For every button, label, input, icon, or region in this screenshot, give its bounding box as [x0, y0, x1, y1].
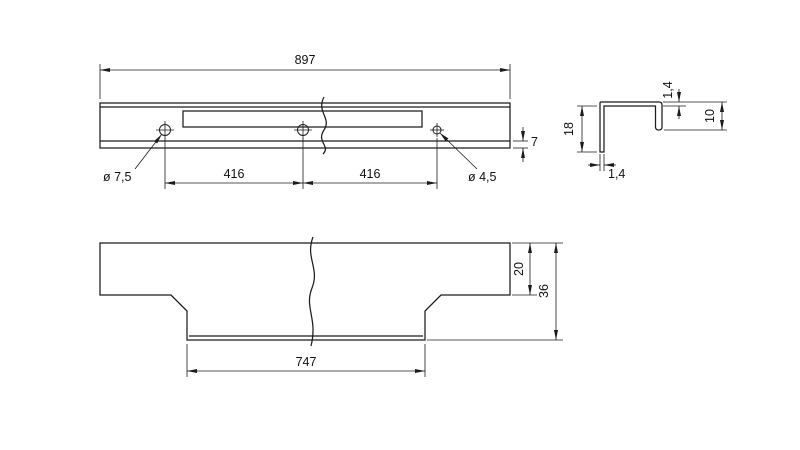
dim-flange-thickness: 1,4 — [661, 81, 675, 98]
label-hole-diameter-left: ø 7,5 — [103, 170, 132, 184]
dim-wall-thickness-group: 1,4 — [588, 154, 625, 181]
dim-upper-height: 20 — [512, 262, 526, 276]
dim-total-height-group: 36 — [427, 243, 563, 341]
dim-wall-thickness: 1,4 — [608, 167, 625, 181]
front-recess — [182, 110, 423, 128]
break-line-bottom — [308, 236, 316, 347]
bottom-view-part — [99, 242, 511, 341]
dim-lip-height-group: 7 — [513, 127, 538, 162]
section-profile — [599, 101, 663, 153]
dim-lip-height: 7 — [531, 135, 538, 149]
dim-hook-depth-group: 10 — [664, 102, 727, 131]
dim-recess-length: 747 — [296, 355, 317, 369]
front-view: 897 416 416 ø 7,5 ø 4,5 7 — [99, 53, 538, 189]
dim-hole-spacing-right: 416 — [360, 167, 381, 181]
break-line-front — [320, 96, 327, 155]
dim-hole-spacing-left: 416 — [224, 167, 245, 181]
callout-hole-dia-left: ø 7,5 — [103, 134, 163, 184]
dim-profile-height: 18 — [562, 122, 576, 136]
dim-flange-thickness-group: 1,4 — [661, 81, 727, 119]
section-view: 18 1,4 1,4 10 — [562, 81, 727, 181]
dim-total-height: 36 — [537, 284, 551, 298]
mounting-hole-right — [430, 123, 444, 137]
dim-hook-depth: 10 — [703, 109, 717, 123]
callout-hole-dia-right: ø 4,5 — [439, 132, 497, 184]
dim-recess-length-group: 747 — [186, 344, 426, 377]
dim-overall-length: 897 — [295, 53, 316, 67]
dim-profile-height-group: 18 — [562, 105, 597, 153]
mounting-hole-center — [294, 121, 312, 139]
bottom-view: 20 36 747 — [99, 236, 563, 377]
mounting-hole-left — [156, 121, 174, 139]
label-hole-diameter-right: ø 4,5 — [468, 170, 497, 184]
dim-overall-length-group: 897 — [99, 53, 511, 99]
dim-hole-spacing-group: 416 416 — [164, 138, 438, 189]
